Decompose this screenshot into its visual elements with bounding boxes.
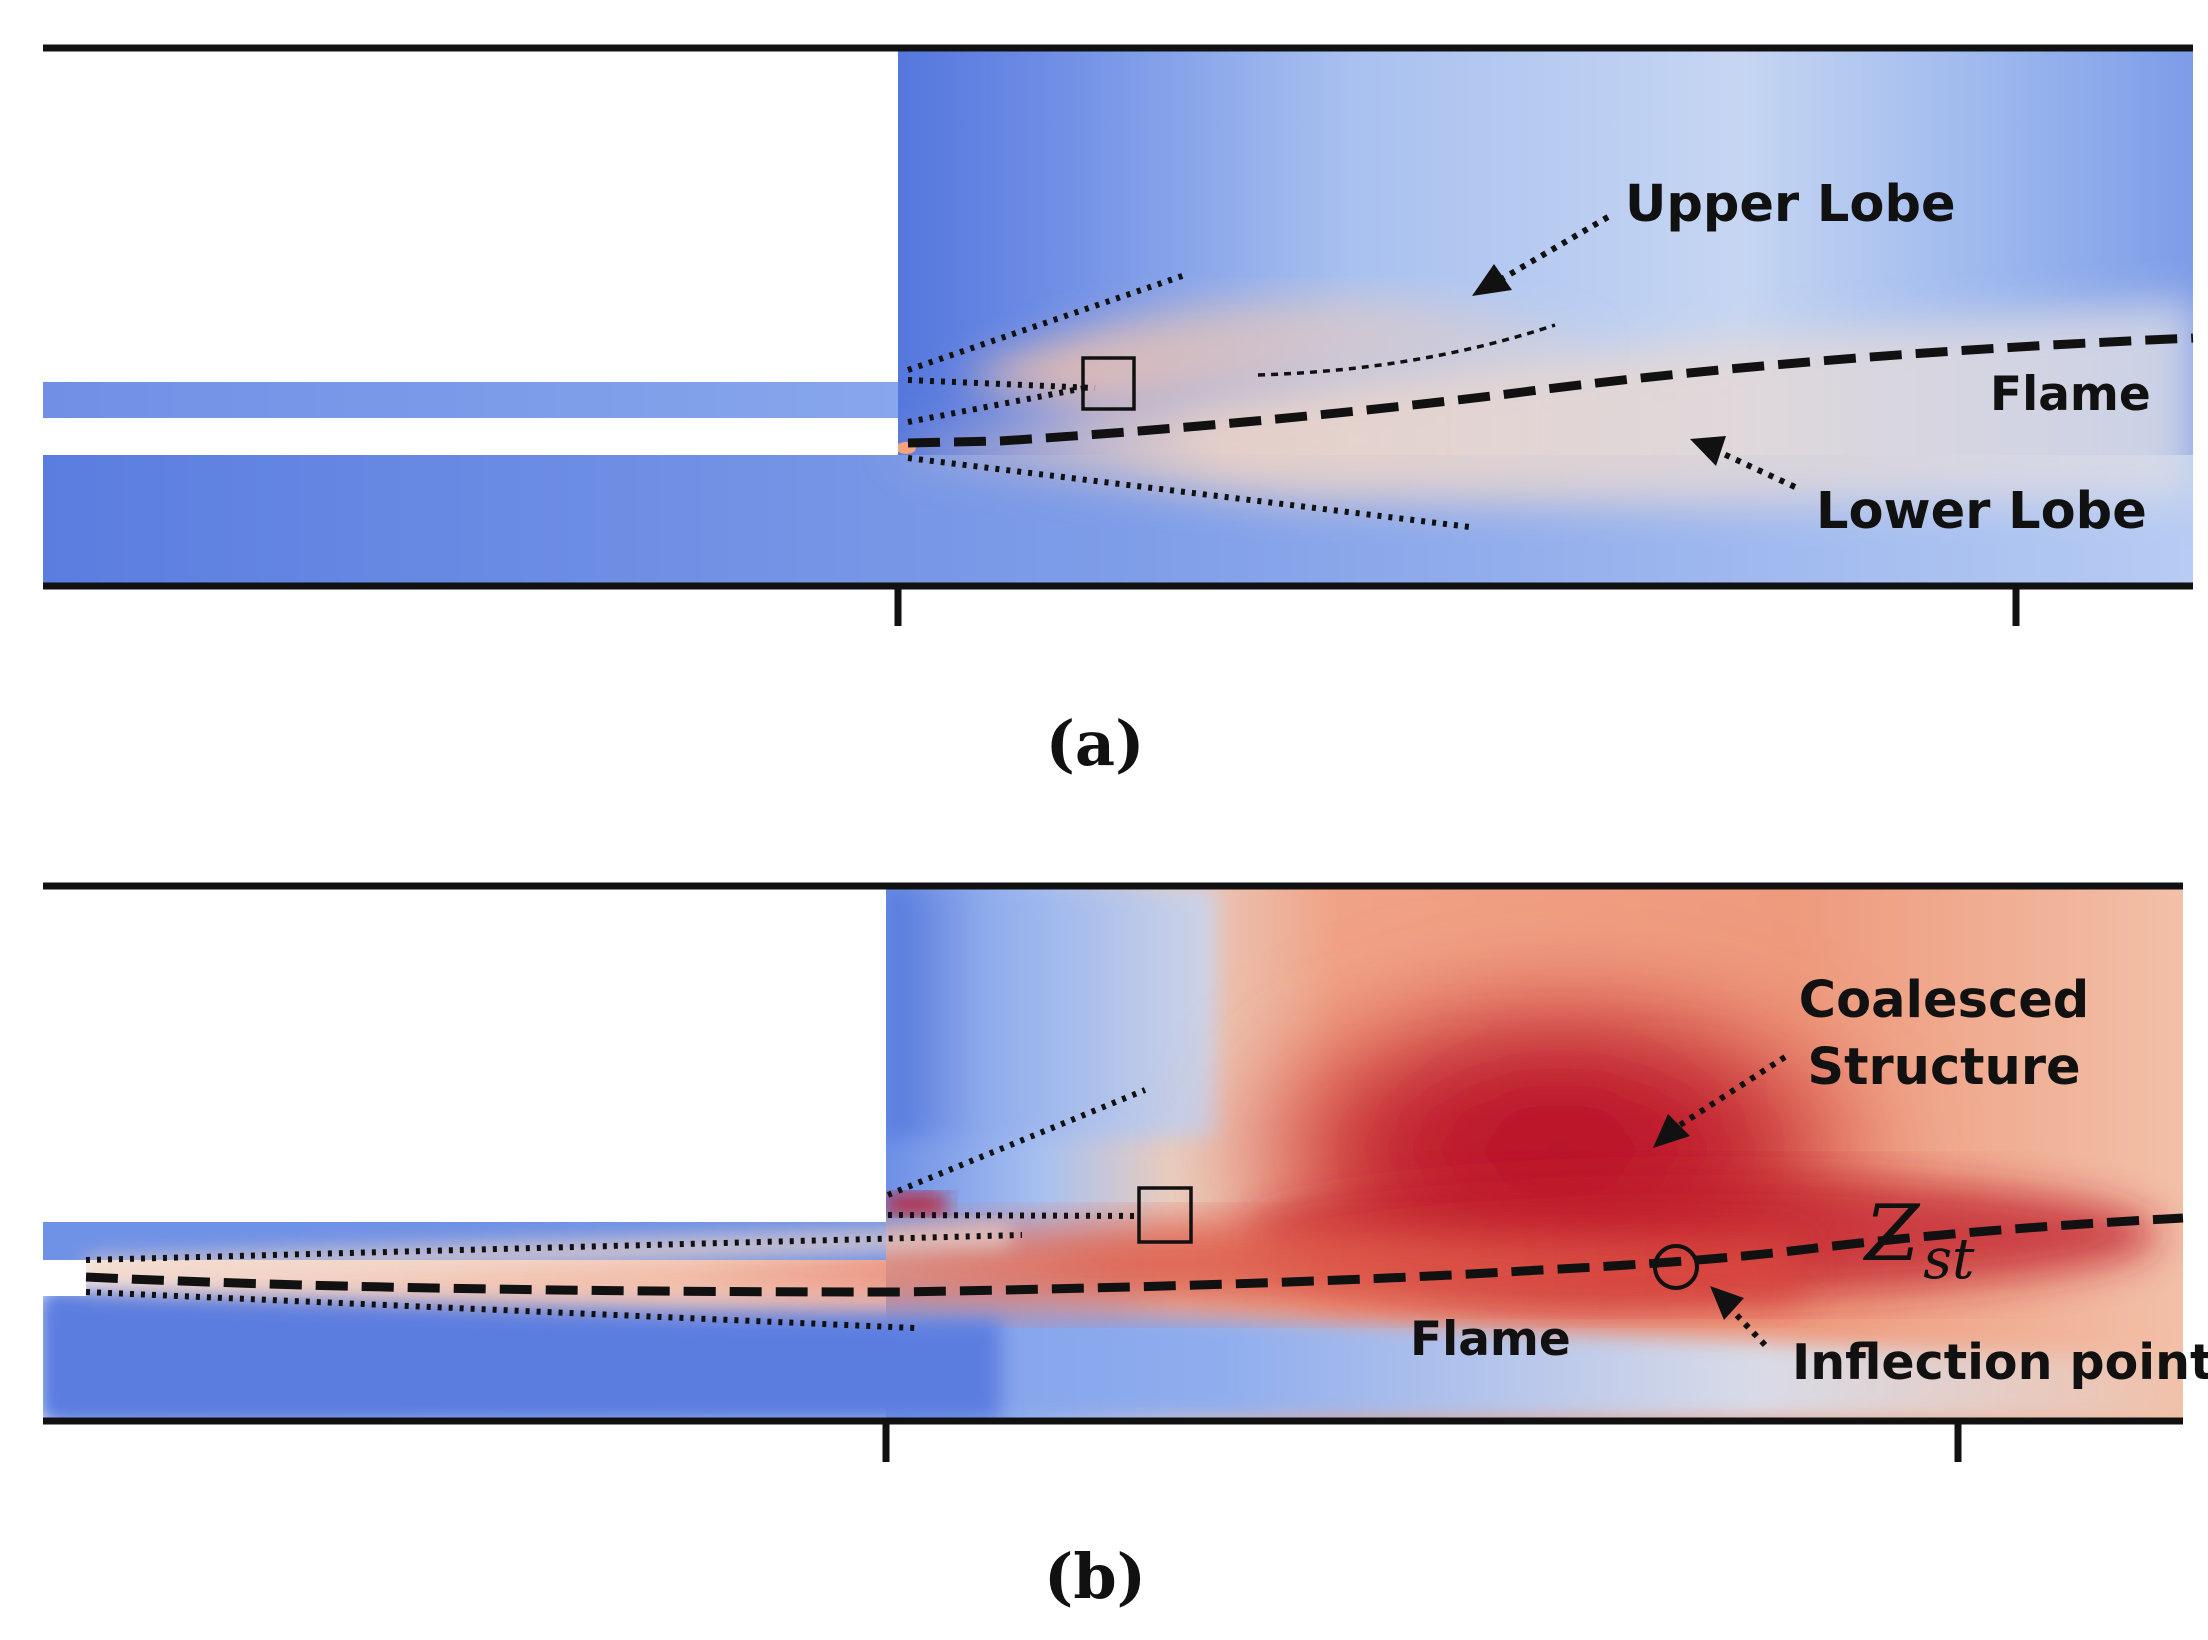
panel-b-zst-line [85, 1213, 2184, 1297]
panel-a-inlet-gap [43, 418, 898, 455]
panel-a-lower-lobe-label: Lower Lobe [1816, 482, 2147, 541]
panel-a-upper-lobe-region [960, 299, 1600, 410]
panel-b-zst-subscript: st [1923, 1227, 1975, 1292]
panel-b-arrows [1678, 1054, 1787, 1348]
panel-b-inlet-gap [43, 1260, 86, 1296]
panel-a-flame-line [907, 333, 2194, 448]
panel-b-coalesced-arrowhead [1653, 1114, 1690, 1148]
panel-a-upper-lobe-curve [1257, 323, 1556, 377]
panel-b-hot-tip [886, 1194, 946, 1214]
panel-b-probe-box [1137, 1186, 1193, 1244]
panel-a: Upper Lobe Flame Lower Lobe (a) [43, 44, 2194, 780]
panel-a-flame-label: Flame [1990, 367, 2151, 422]
panel-b-shear-lines [85, 1087, 1147, 1331]
panel-b-wall-block [43, 888, 886, 1222]
panel-b: Coalesced Structure Flame Inflection poi… [43, 882, 2208, 1613]
panel-a-arrows [1498, 214, 1797, 490]
panel-a-wall-block [43, 50, 898, 382]
panel-a-field [43, 50, 2193, 586]
panel-b-coalesced-label: Coalesced [1799, 971, 2090, 1030]
panel-a-caption: (a) [1046, 707, 1145, 780]
panel-a-lower-lobe-arrowhead [1690, 436, 1726, 466]
panel-b-inflection-arrowhead [1710, 1286, 1744, 1320]
panel-b-cold-corner [886, 888, 1216, 1138]
panel-b-inflection-marker [1653, 1244, 1699, 1290]
panel-b-zst-label: Zst [1862, 1189, 1975, 1292]
panel-b-inlet-lower [43, 1296, 1000, 1420]
panel-a-upper-lobe-arrowhead [1472, 264, 1512, 296]
panel-a-shear-lines [907, 272, 1471, 530]
panel-b-inflection-label: Inflection point [1792, 1334, 2208, 1391]
panel-a-warm-layer [898, 300, 2193, 505]
panel-b-caption: (b) [1044, 1540, 1146, 1613]
panel-a-inlet-strip [43, 382, 898, 418]
panel-b-flame-label: Flame [1410, 1312, 1571, 1367]
panel-a-upper-lobe-label: Upper Lobe [1625, 175, 1956, 234]
panel-b-field [43, 888, 2183, 1420]
panel-a-probe-box [1081, 356, 1136, 411]
panel-b-structure-label: Structure [1807, 1038, 2080, 1097]
